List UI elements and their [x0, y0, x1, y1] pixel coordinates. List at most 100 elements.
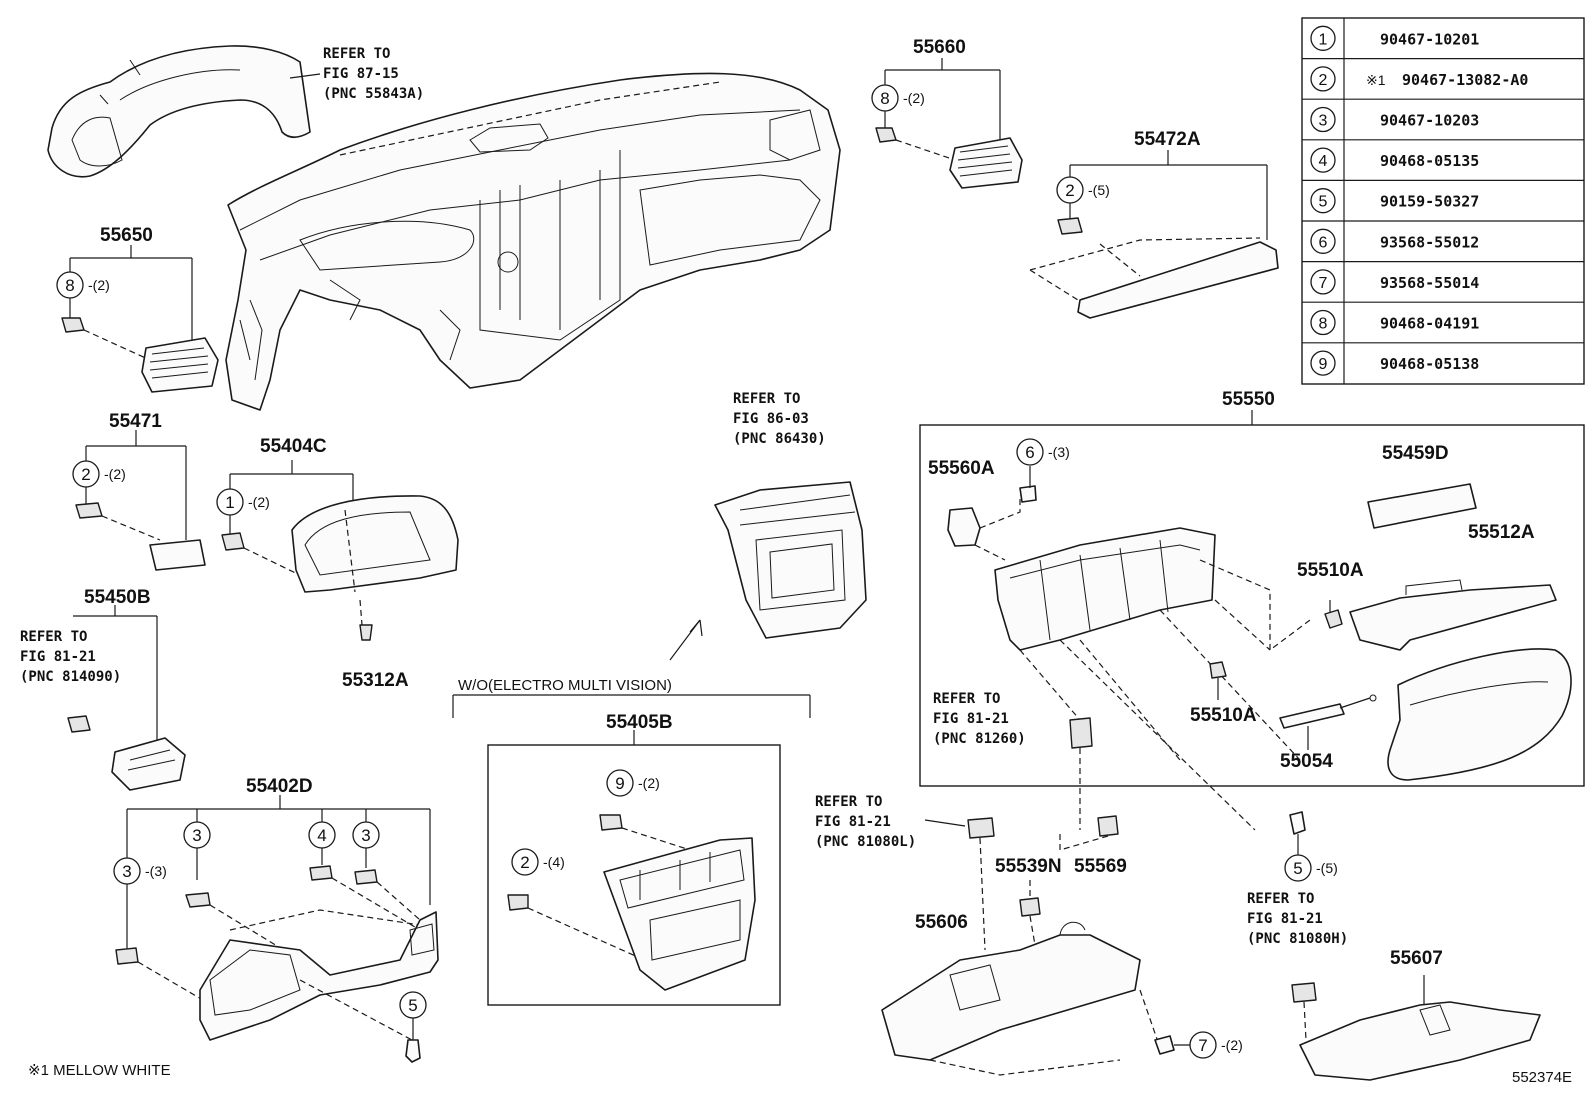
label-55405B: 55405B: [606, 712, 673, 733]
callout-circle: [399, 991, 427, 1019]
legend-number-circle: [1310, 106, 1336, 133]
svg-text:REFER TO: REFER TO: [815, 794, 882, 810]
svg-text:FIG 81-21: FIG 81-21: [1247, 911, 1323, 927]
callout-bubble: 2 -(2): [72, 460, 126, 488]
callout-circle: [216, 488, 244, 516]
label-55402D: 55402D: [246, 776, 313, 797]
legend-number: 4: [1319, 153, 1328, 170]
legend-part-number: 90468-04191: [1380, 315, 1479, 333]
legend-number-circle: [1310, 147, 1336, 173]
legend-number: 9: [1319, 356, 1328, 373]
label-55450B: 55450B: [84, 587, 151, 608]
callout-bubble: 5-(5): [1284, 854, 1338, 882]
legend-part-number: 90468-05135: [1380, 152, 1479, 170]
svg-text:REFER TO: REFER TO: [20, 629, 87, 645]
svg-text:REFER TO: REFER TO: [733, 391, 800, 407]
legend-part-number: 90468-05138: [1380, 355, 1479, 373]
label-55512A: 55512A: [1468, 522, 1535, 543]
svg-text:(PNC 81260): (PNC 81260): [933, 731, 1026, 747]
callout-number: 3: [192, 826, 201, 845]
svg-text:(PNC 86430): (PNC 86430): [733, 431, 826, 447]
callout-circle: [606, 769, 634, 797]
callout-bubble: 3: [352, 821, 380, 849]
svg-text:FIG 81-21: FIG 81-21: [815, 814, 891, 830]
callout-circle: [1284, 854, 1312, 882]
callout-bubble: 6 -(3): [1016, 438, 1070, 466]
audio-bezel-55405B-drawing: [452, 694, 811, 1006]
callout-number: 6: [1025, 443, 1034, 462]
figure-id: 552374E: [1512, 1069, 1572, 1086]
legend-row: 4 90468-05135: [1302, 139, 1584, 173]
callout-quantity: -(3): [1048, 444, 1070, 460]
refer-note-81080L: REFER TO FIG 81-21 (PNC 81080L): [815, 794, 966, 850]
callout-circle: [871, 84, 899, 112]
legend-number-circle: [1310, 188, 1336, 214]
label-55539N: 55539N: [995, 856, 1062, 877]
legend-number-circle: [1310, 350, 1336, 376]
svg-text:REFER TO: REFER TO: [933, 691, 1000, 707]
svg-text:(PNC 81080L): (PNC 81080L): [815, 834, 916, 850]
callout-bubble: 2-(4): [511, 848, 565, 876]
callout-number: 2: [81, 465, 90, 484]
label-55472A: 55472A: [1134, 129, 1201, 150]
callout-number: 8: [880, 89, 889, 108]
callout-number: 1: [225, 493, 234, 512]
cluster-55404C-drawing: [221, 460, 459, 641]
panel-55472A-drawing: [1029, 150, 1279, 319]
callout-number: 3: [122, 862, 131, 881]
label-55607: 55607: [1390, 948, 1443, 969]
callout-quantity: -(2): [638, 775, 660, 791]
callout-number: 3: [361, 826, 370, 845]
callout-bubble: 9 -(2): [606, 769, 660, 797]
svg-text:(PNC 81080H): (PNC 81080H): [1247, 931, 1348, 947]
legend-part-number: 93568-55012: [1380, 233, 1479, 251]
legend-number-circle: [1310, 309, 1336, 336]
legend-part-number: 90467-10203: [1380, 112, 1479, 130]
callout-number: 5: [1293, 859, 1302, 878]
label-55650: 55650: [100, 225, 153, 246]
callout-circle: [308, 821, 336, 849]
panel-55471-drawing: [75, 430, 206, 571]
callout-number: 5: [408, 996, 417, 1015]
svg-text:FIG 81-21: FIG 81-21: [20, 649, 96, 665]
callout-quantity: -(5): [1088, 182, 1110, 198]
refer-note-81080H: REFER TO FIG 81-21 (PNC 81080H): [1247, 891, 1348, 947]
callout-quantity: -(2): [1221, 1037, 1243, 1053]
legend-number: 7: [1319, 275, 1328, 292]
callout-bubble: 8-(2): [56, 271, 110, 299]
callout-circle: [113, 857, 141, 885]
callout-number: 9: [615, 774, 624, 793]
refer-note-55843A: REFER TO FIG 87-15 (PNC 55843A): [289, 46, 424, 102]
legend-row: 9 90468-05138: [1302, 342, 1584, 376]
svg-text:FIG 86-03: FIG 86-03: [733, 411, 809, 427]
legend-part-number: 93568-55014: [1380, 274, 1479, 292]
callout-bubble: 7-(2): [1189, 1031, 1243, 1059]
label-55510A-lower: 55510A: [1190, 705, 1257, 726]
air-duct-drawing: [47, 45, 311, 178]
label-55510A-upper: 55510A: [1297, 560, 1364, 581]
svg-text:REFER TO: REFER TO: [1247, 891, 1314, 907]
label-55660: 55660: [913, 37, 966, 58]
label-55054: 55054: [1280, 751, 1333, 772]
glovebox-55550-drawing: [919, 410, 1585, 831]
callout-number: 8: [65, 276, 74, 295]
legend-row: 7 93568-55014: [1302, 261, 1584, 295]
callout-quantity: -(2): [104, 466, 126, 482]
center-audio-drawing: [669, 481, 867, 661]
callout-quantity: -(4): [543, 854, 565, 870]
callout-quantity: -(2): [903, 90, 925, 106]
label-55550: 55550: [1222, 389, 1275, 410]
callout-circle: [352, 821, 380, 849]
dashboard-frame-drawing: [225, 72, 841, 411]
refer-note-86430: REFER TO FIG 86-03 (PNC 86430): [733, 391, 826, 447]
callout-circle: [1189, 1031, 1217, 1059]
part-55450B-drawing: [67, 605, 186, 791]
callout-circle: [72, 460, 100, 488]
footnote-mellow-white: ※1 MELLOW WHITE: [28, 1062, 171, 1079]
